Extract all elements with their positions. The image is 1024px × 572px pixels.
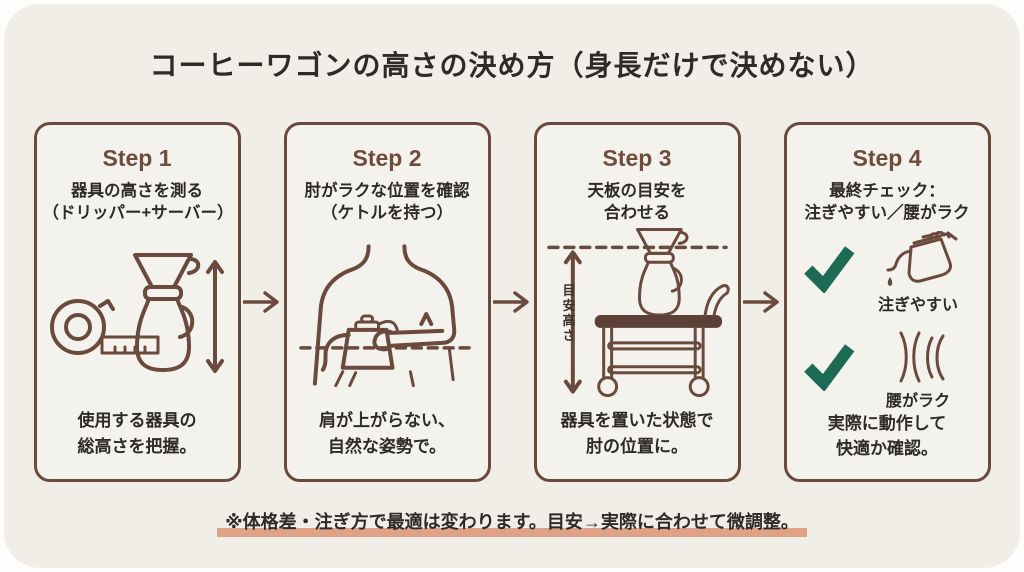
dripper-server-icon [132, 252, 200, 372]
kettle-icon [320, 314, 399, 372]
height-range-arrow-icon [205, 259, 224, 373]
steps-row: Step 1 器具の高さを測る （ドリッパー+サーバー） [4, 122, 1020, 482]
footnote-text: ※体格差・注ぎ方で最適は変わります。目安→実際に合わせて微調整。 [225, 512, 799, 532]
check-label-pouring: 注ぎやすい [877, 296, 958, 314]
step3-caption: 器具を置いた状態で 肘の位置に。 [560, 411, 714, 456]
hand-icon [928, 230, 958, 241]
footnote-underline: ※体格差・注ぎ方で最適は変わります。目安→実際に合わせて微調整。 [217, 508, 807, 537]
target-height-arrow-icon [563, 250, 582, 394]
water-drop-icon [887, 276, 893, 286]
coffee-cart-icon [546, 228, 730, 398]
step1-caption: 使用する器具の 総高さを把握。 [77, 411, 197, 456]
step2-subtitle: 肘がラクな位置を確認 （ケトルを持つ） [304, 182, 470, 223]
arrow-step2-to-step3 [491, 122, 534, 482]
mini-dripper-server-icon [635, 228, 688, 317]
step3-heading: Step 3 [602, 145, 672, 171]
right-arrow-icon [493, 291, 529, 313]
check-label-waist: 腰がラク [885, 392, 950, 410]
right-arrow-icon [743, 291, 779, 313]
cart-frame [594, 284, 730, 398]
check-row-waist: 腰がラク [798, 329, 976, 411]
step2-caption: 肩が上がらない、 自然な姿勢で。 [319, 411, 455, 456]
step3-card: Step 3 天板の目安を 合わせる 目安高さ [533, 122, 741, 482]
relaxed-waist-icon [899, 331, 945, 383]
torso-holding-kettle-icon [298, 244, 476, 388]
step2-heading: Step 2 [352, 145, 422, 171]
checkmark-icon [804, 343, 855, 391]
target-height-label: 目安高さ [560, 283, 576, 344]
step1-subtitle: 器具の高さを測る （ドリッパー+サーバー） [42, 182, 234, 223]
footnote-row: ※体格差・注ぎ方で最適は変わります。目安→実際に合わせて微調整。 [4, 508, 1020, 537]
tape-measure-icon [49, 298, 159, 355]
step1-illustration [43, 225, 232, 408]
checkmark-icon [804, 245, 855, 293]
right-arrow-icon [243, 291, 279, 313]
step2-card: Step 2 肘がラクな位置を確認 （ケトルを持つ） [283, 122, 491, 482]
step3-illustration: 目安高さ [543, 225, 732, 408]
tape-measure-and-dripper-server-icon [49, 252, 224, 373]
background-panel: コーヒーワゴンの高さの決め方（身長だけで決めない） Step 1 器具の高さを測… [4, 4, 1020, 568]
step1-heading: Step 1 [102, 145, 172, 171]
step3-subtitle: 天板の目安を 合わせる [587, 182, 687, 223]
step4-heading: Step 4 [852, 145, 922, 171]
step4-checklist: 注ぎやすい [793, 225, 982, 411]
step2-illustration [293, 225, 482, 408]
step4-card: Step 4 最終チェック： 注ぎやすい／腰がラク [783, 122, 991, 482]
arrow-step3-to-step4 [741, 122, 784, 482]
step1-card: Step 1 器具の高さを測る （ドリッパー+サーバー） [33, 122, 241, 482]
step4-caption: 実際に動作して 快適か確認。 [827, 413, 947, 459]
torso-outline [312, 244, 456, 388]
step4-subtitle: 最終チェック： 注ぎやすい／腰がラク [804, 182, 970, 223]
arrow-step1-to-step2 [241, 122, 284, 482]
check-row-pouring: 注ぎやすい [798, 230, 976, 315]
pouring-kettle-icon [886, 230, 958, 286]
page-title: コーヒーワゴンの高さの決め方（身長だけで決めない） [149, 50, 875, 81]
